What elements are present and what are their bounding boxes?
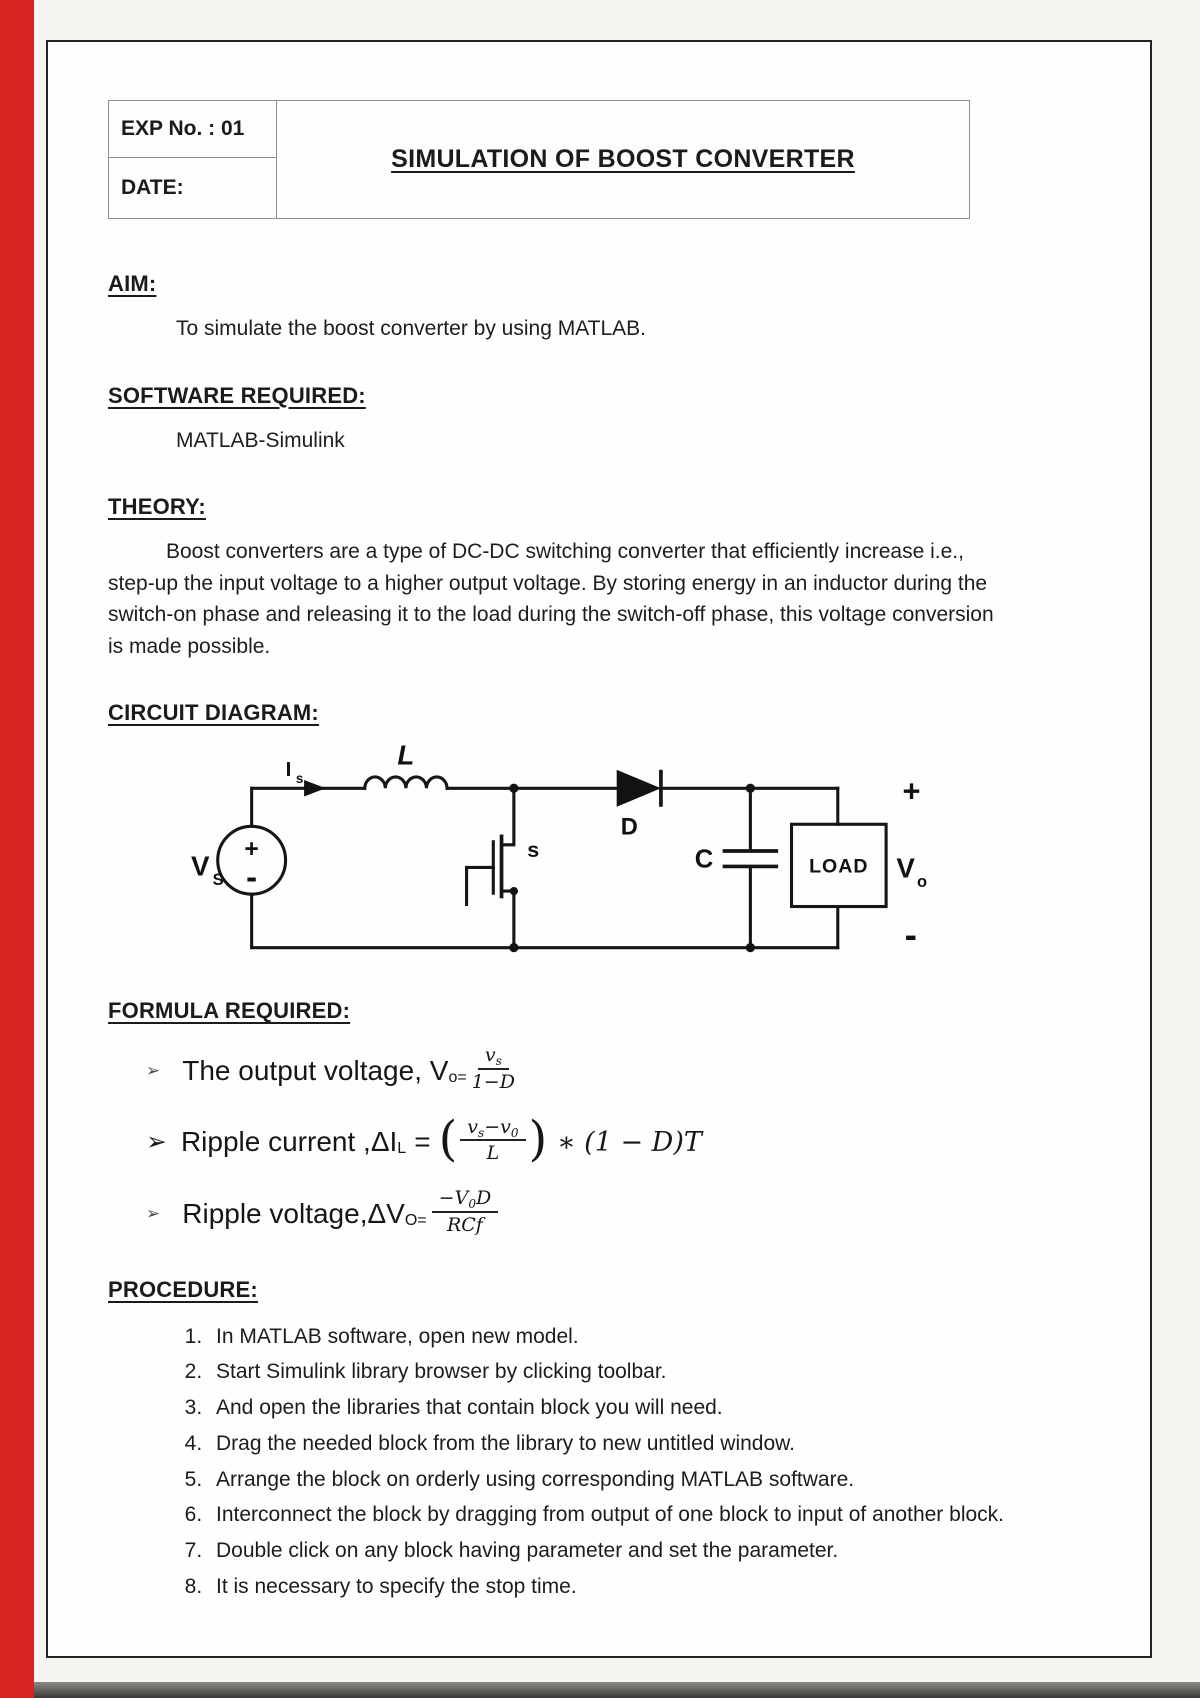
formula1-lead: The output voltage, V (182, 1054, 449, 1086)
capacitor: C (695, 783, 779, 953)
date-label: DATE: (109, 158, 277, 218)
formula3-sub: O= (404, 1211, 427, 1229)
formula2-sub: L (397, 1140, 407, 1158)
source-minus-label: - (246, 858, 257, 895)
formula2-num-b: v (500, 1115, 511, 1138)
software-body: MATLAB-Simulink (176, 428, 345, 452)
procedure-step: In MATLAB software, open new model. (208, 1319, 1010, 1355)
formula-output-voltage: ➢ The output voltage, V o= vs 1−D (146, 1044, 1010, 1096)
diode: D (616, 769, 663, 841)
source-voltage-sub: S (213, 871, 224, 889)
procedure-step: It is necessary to specify the stop time… (208, 1569, 1010, 1605)
formula1-den: 1−D (471, 1070, 515, 1093)
open-paren: ( (438, 1110, 458, 1167)
formula2-num-a: v (467, 1115, 479, 1138)
formula2-lead: Ripple current ,ΔI (180, 1126, 398, 1158)
formula1-fraction: vs 1−D (472, 1044, 515, 1094)
circuit-diagram: + - V S I s L (174, 742, 1010, 960)
software-heading: SOFTWARE REQUIRED: (108, 382, 366, 408)
formula-ripple-current: ➢ Ripple current ,ΔI L = ( vs−v0 L ) ∗ (… (146, 1110, 1010, 1168)
formula1-sub: o= (448, 1068, 467, 1086)
procedure-step: Start Simulink library browser by clicki… (208, 1354, 1010, 1390)
procedure-heading: PROCEDURE: (108, 1276, 258, 1302)
output-plus-label: + (903, 774, 921, 809)
formula2-equals: = (414, 1126, 431, 1158)
output-voltage-sub: o (917, 873, 927, 891)
output-minus-label: - (905, 914, 917, 956)
formula2-den: L (486, 1142, 500, 1165)
theory-paragraph: Boost converters are a type of DC-DC swi… (108, 540, 994, 658)
page-content: EXP No. : 01 DATE: SIMULATION OF BOOST C… (48, 42, 1150, 1604)
formula1-num: v (484, 1044, 496, 1066)
formula2-num-b-sub: 0 (510, 1125, 519, 1140)
scan-bottom-band (34, 1682, 1200, 1698)
current-label: I (286, 758, 292, 781)
formula2-tail: ∗ (1 − D)T (557, 1126, 702, 1158)
wires (250, 786, 840, 950)
close-paren: ) (528, 1110, 548, 1167)
load-box: LOAD (789, 822, 888, 909)
theory-heading: THEORY: (108, 494, 206, 519)
procedure-step: Drag the needed block from the library t… (208, 1426, 1010, 1462)
formula3-lead: Ripple voltage,ΔV (182, 1197, 405, 1229)
diode-label: D (621, 815, 638, 841)
page: EXP No. : 01 DATE: SIMULATION OF BOOST C… (46, 40, 1152, 1658)
exp-no: EXP No. : 01 (109, 101, 277, 158)
inductor: L (363, 742, 449, 790)
procedure-step: Interconnect the block by dragging from … (208, 1497, 1010, 1533)
circuit-heading: CIRCUIT DIAGRAM: (108, 700, 319, 725)
title-cell: SIMULATION OF BOOST CONVERTER (277, 101, 969, 218)
arrow-bullet-icon: ➢ (146, 1060, 161, 1080)
current-arrow: I s (286, 758, 326, 797)
header-table: EXP No. : 01 DATE: SIMULATION OF BOOST C… (108, 100, 970, 219)
mosfet-switch: s (465, 783, 539, 953)
formula3-num-b: D (475, 1187, 492, 1210)
output-terminals: + V o - (896, 774, 927, 956)
formula3-num-a-sub: 0 (468, 1197, 476, 1212)
circuit-svg: + - V S I s L (191, 742, 927, 956)
voltage-source: + - V S (191, 824, 288, 896)
arrow-bullet-icon: ➢ (146, 1128, 167, 1157)
procedure-step: And open the libraries that contain bloc… (208, 1390, 1010, 1426)
formula3-den: RCf (446, 1213, 483, 1236)
output-voltage-label: V (896, 853, 915, 884)
aim-heading: AIM: (108, 271, 157, 296)
formula-ripple-voltage: ➢ Ripple voltage,ΔV O= −V0D RCf (146, 1187, 1010, 1239)
aim-body: To simulate the boost converter by using… (176, 317, 646, 340)
formula1-num-sub: s (495, 1054, 502, 1068)
arrow-bullet-icon: ➢ (146, 1203, 161, 1223)
procedure-list: In MATLAB software, open new model. Star… (174, 1319, 1010, 1605)
formula2-num-op: − (484, 1115, 501, 1138)
source-plus-label: + (244, 836, 258, 863)
formula2-num-a-sub: s (478, 1125, 485, 1140)
current-sub: s (296, 771, 303, 786)
binding-strip (0, 0, 34, 1698)
load-label: LOAD (809, 856, 868, 878)
formula-heading: FORMULA REQUIRED: (108, 998, 351, 1023)
formula3-fraction: −V0D RCf (431, 1187, 499, 1237)
switch-label: s (527, 837, 539, 862)
formula2-fraction: vs−v0 L (460, 1115, 526, 1166)
procedure-step: Arrange the block on orderly using corre… (208, 1462, 1010, 1498)
inductor-label: L (397, 742, 414, 771)
formula3-num-a: −V (438, 1187, 469, 1210)
page-title: SIMULATION OF BOOST CONVERTER (391, 145, 855, 173)
procedure-step: Double click on any block having paramet… (208, 1533, 1010, 1569)
source-voltage-label: V (191, 851, 210, 882)
capacitor-label: C (695, 845, 714, 873)
